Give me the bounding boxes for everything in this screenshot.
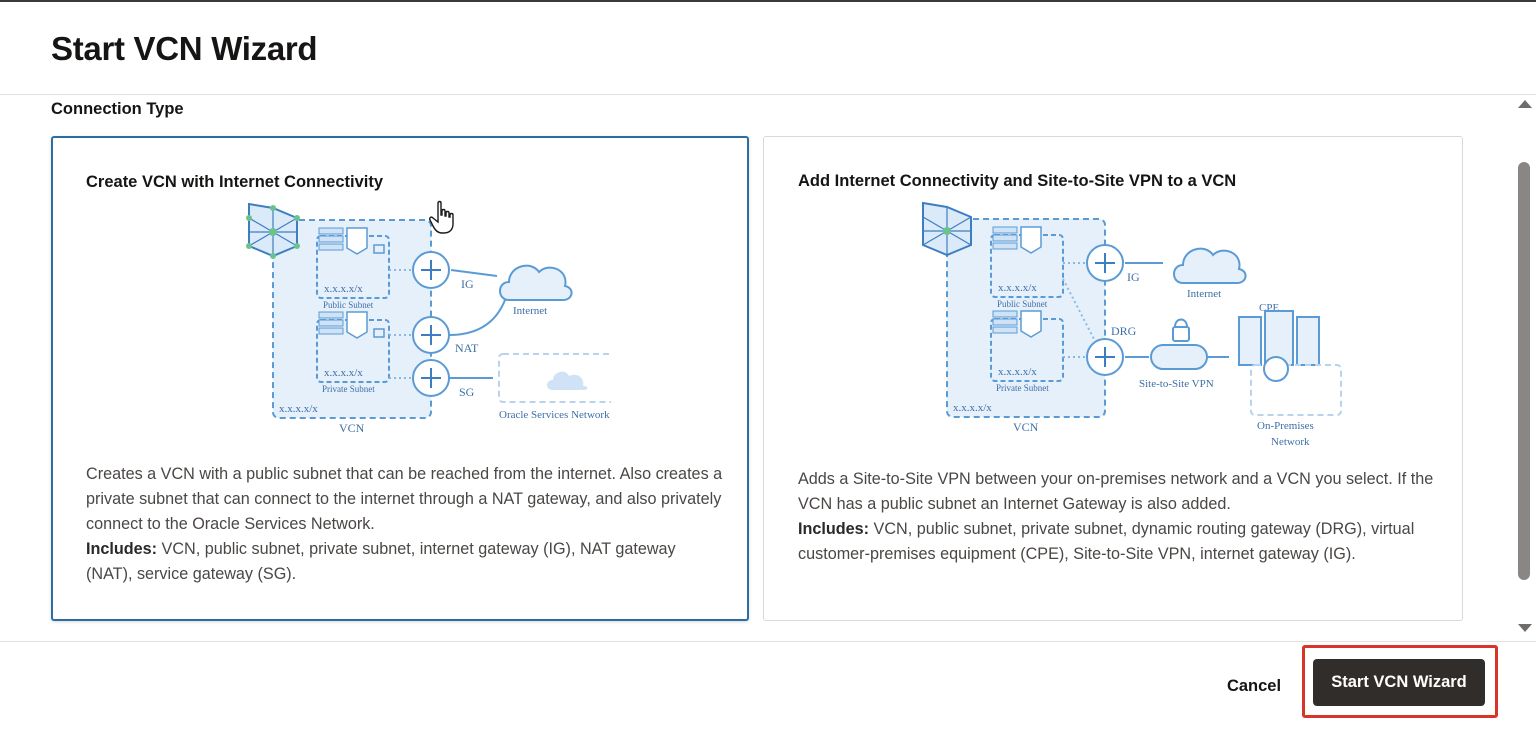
page-title: Start VCN Wizard [51, 30, 318, 67]
svg-text:NAT: NAT [455, 341, 479, 355]
svg-text:VCN: VCN [1013, 420, 1039, 434]
start-vcn-wizard-button[interactable]: Start VCN Wizard [1313, 659, 1485, 706]
vcn-vpn-diagram: x.x.x.x/x Public Subnet x.x.x.x/x Privat… [922, 201, 1342, 448]
svg-text:x.x.x.x/x: x.x.x.x/x [324, 283, 363, 295]
vcn-hex-icon [922, 201, 972, 257]
svg-text:Public Subnet: Public Subnet [323, 300, 374, 310]
cancel-button[interactable]: Cancel [1226, 676, 1282, 695]
content-scrollbar[interactable] [1512, 96, 1536, 641]
svg-text:IG: IG [461, 277, 474, 291]
card-site-to-site-vpn[interactable]: Add Internet Connectivity and Site-to-Si… [763, 136, 1463, 621]
ig-gateway-icon [412, 251, 450, 289]
scroll-up-icon[interactable] [1518, 100, 1532, 108]
svg-text:Private Subnet: Private Subnet [322, 384, 375, 394]
nat-gateway-icon [412, 316, 450, 354]
dialog-footer: Cancel Start VCN Wizard [0, 641, 1536, 732]
svg-text:DRG: DRG [1111, 324, 1137, 338]
cpe-server-icon [1238, 310, 1320, 366]
svg-text:Internet: Internet [1187, 288, 1221, 300]
sg-gateway-icon [412, 359, 450, 397]
card-internet-connectivity[interactable]: Create VCN with Internet Connectivity x.… [51, 136, 749, 621]
card-description: Creates a VCN with a public subnet that … [86, 465, 723, 583]
svg-text:x.x.x.x/x: x.x.x.x/x [324, 367, 363, 379]
card-title: Add Internet Connectivity and Site-to-Si… [798, 172, 1237, 190]
card-description: Adds a Site-to-Site VPN between your on-… [798, 470, 1434, 563]
internet-cloud-icon [499, 264, 573, 301]
svg-text:VCN: VCN [339, 421, 365, 435]
vpn-tunnel-icon [1150, 318, 1208, 370]
svg-text:x.x.x.x/x: x.x.x.x/x [998, 366, 1037, 378]
ig-gateway-icon [1086, 244, 1124, 282]
vcn-hex-icon [246, 202, 300, 259]
internet-cloud-icon [1173, 247, 1247, 284]
connection-type-label: Connection Type [51, 100, 184, 118]
dialog-header: Start VCN Wizard [0, 2, 1536, 95]
dialog-content: Connection Type Create VCN with Internet… [0, 96, 1512, 641]
hand-pointer-icon [429, 200, 454, 234]
scroll-thumb[interactable] [1518, 162, 1530, 580]
scroll-down-icon[interactable] [1518, 624, 1532, 632]
osn-cloud-icon [547, 371, 588, 390]
svg-text:Oracle Services Network: Oracle Services Network [499, 409, 610, 421]
svg-text:Network: Network [1271, 436, 1310, 448]
svg-text:Internet: Internet [513, 305, 547, 317]
svg-text:SG: SG [459, 385, 475, 399]
svg-text:Public Subnet: Public Subnet [997, 299, 1048, 309]
card-title: Create VCN with Internet Connectivity [86, 173, 384, 191]
svg-text:On-Premises: On-Premises [1257, 420, 1314, 432]
svg-text:Private Subnet: Private Subnet [996, 383, 1049, 393]
svg-text:x.x.x.x/x: x.x.x.x/x [279, 403, 318, 415]
svg-text:IG: IG [1127, 270, 1140, 284]
svg-text:Site-to-Site VPN: Site-to-Site VPN [1139, 378, 1214, 390]
window-top-border [0, 0, 1536, 2]
highlight-outline [1302, 645, 1498, 718]
vcn-internet-diagram: x.x.x.x/x Public Subnet x.x.x.x/x Privat… [246, 202, 611, 435]
drg-gateway-icon [1086, 338, 1124, 376]
svg-text:x.x.x.x/x: x.x.x.x/x [953, 402, 992, 414]
svg-text:x.x.x.x/x: x.x.x.x/x [998, 282, 1037, 294]
